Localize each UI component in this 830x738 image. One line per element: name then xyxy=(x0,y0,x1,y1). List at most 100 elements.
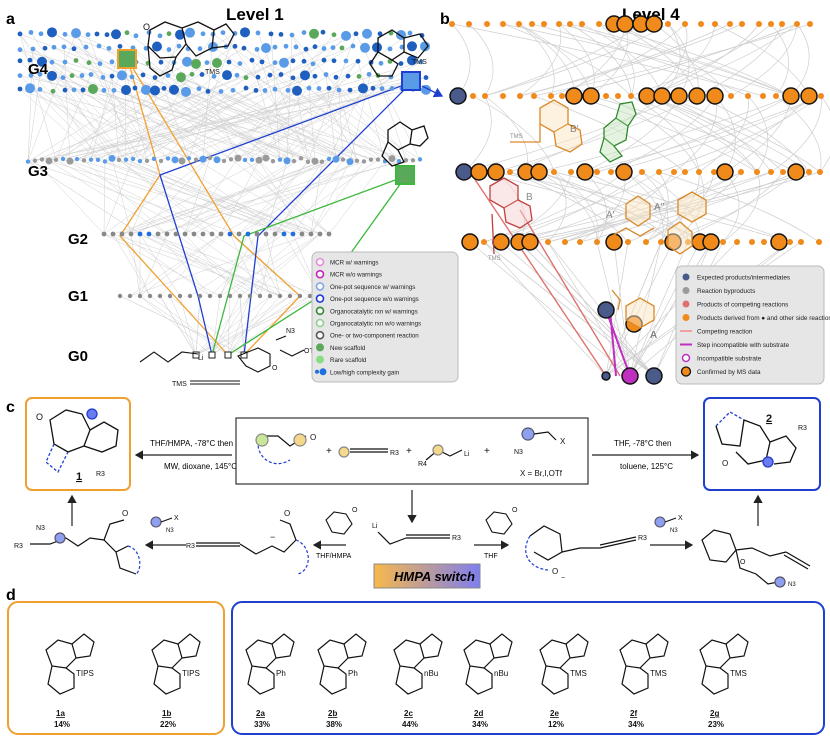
node-g4 xyxy=(169,84,179,95)
n3-label-azide-right: N3 xyxy=(670,528,678,534)
edge-grey xyxy=(139,233,222,297)
node-g1 xyxy=(157,293,163,299)
product-1-structure: O 1 R3 xyxy=(36,408,119,483)
edge-grey xyxy=(19,33,120,161)
node-g4 xyxy=(181,86,191,97)
node-g4 xyxy=(326,85,332,91)
node-b xyxy=(579,21,585,27)
edge-grey-b xyxy=(790,23,810,97)
edge-grey xyxy=(286,35,293,161)
node-g3 xyxy=(213,156,221,164)
edge-grey xyxy=(265,160,288,235)
node-g4 xyxy=(283,43,289,49)
node-b xyxy=(738,169,744,175)
node-g4 xyxy=(96,43,102,49)
node-g3 xyxy=(95,157,101,163)
node-b xyxy=(760,93,766,99)
node-g3 xyxy=(45,157,53,165)
svg-text:O: O xyxy=(740,559,746,566)
edge-grey xyxy=(125,60,294,160)
structure-a-prime: A′ xyxy=(606,195,655,237)
edge-grey xyxy=(124,63,127,160)
node-g3 xyxy=(346,158,354,166)
edge-grey xyxy=(132,33,357,160)
edge-grey xyxy=(307,33,357,162)
edge-grey xyxy=(103,158,134,235)
legend-a-item: MCR w/ warnings xyxy=(315,257,378,267)
node-g4 xyxy=(17,86,23,92)
edge-grey-b xyxy=(518,23,575,97)
compound-substituent: TMS xyxy=(730,669,747,678)
edge-grey xyxy=(51,32,281,160)
node-g4 xyxy=(38,31,44,37)
node-g4 xyxy=(62,31,68,37)
triazole-ring xyxy=(725,633,749,659)
compound-id: 1a xyxy=(56,709,65,718)
legend-b-label: Incompatible substrate xyxy=(697,356,762,363)
edge-grey xyxy=(130,158,337,235)
edge-grey-b xyxy=(472,95,555,173)
node-g4 xyxy=(309,28,319,39)
edge-grey xyxy=(30,32,113,159)
legend-b-item: Competing reaction xyxy=(680,329,753,336)
node-b xyxy=(698,21,704,27)
compounds-blue-box xyxy=(231,601,825,735)
compound-ring xyxy=(153,665,181,695)
node-g4 xyxy=(28,30,34,35)
edge-grey xyxy=(121,233,151,297)
node-g4 xyxy=(197,46,203,52)
node-g2 xyxy=(137,231,143,237)
edge-grey xyxy=(63,46,71,162)
edge-grey xyxy=(189,233,285,297)
edge-grey xyxy=(220,91,351,162)
legend-a-swatch xyxy=(315,369,319,374)
edge-grey-b xyxy=(684,95,810,173)
node-g4 xyxy=(109,59,115,65)
edge-grey xyxy=(19,88,99,161)
node-b xyxy=(577,239,583,245)
label-b-prime: B′ xyxy=(570,124,579,135)
node-g3 xyxy=(319,159,325,164)
node-b xyxy=(594,239,600,245)
compound-id: 2d xyxy=(474,709,483,718)
node-g0 xyxy=(208,351,216,359)
node-g4 xyxy=(255,74,261,80)
edge-grey-b xyxy=(714,95,736,173)
cond-right-1: THF, -78°C then xyxy=(614,439,671,448)
node-g3 xyxy=(375,157,381,162)
edge-grey-b xyxy=(558,23,595,97)
edge-grey xyxy=(175,233,261,297)
edge-grey xyxy=(87,34,134,159)
edge-grey-b xyxy=(519,23,731,97)
edge-grey xyxy=(227,295,251,356)
node-g3 xyxy=(102,159,108,164)
edge-grey xyxy=(62,75,418,160)
node-b xyxy=(551,169,557,175)
svg-text:O: O xyxy=(512,507,518,514)
node-g2 xyxy=(119,231,125,237)
node-g4 xyxy=(152,41,162,52)
label-a-prime: A′ xyxy=(606,210,615,221)
node-g4 xyxy=(418,59,424,65)
edge-grey xyxy=(219,233,258,297)
edge-grey-b xyxy=(529,241,655,377)
edge-grey xyxy=(156,46,358,161)
compound-substituent: Ph xyxy=(348,669,358,678)
node-g2 xyxy=(209,231,215,237)
node-g4 xyxy=(129,74,135,80)
edge-grey xyxy=(27,161,240,235)
enone-reagent-left: O xyxy=(325,507,358,535)
g0-li-label: Li xyxy=(198,355,204,362)
node-g4 xyxy=(166,31,172,37)
node-b xyxy=(461,233,479,251)
node-b xyxy=(638,87,656,105)
node-g4 xyxy=(140,72,146,78)
edge-grey-b xyxy=(561,23,798,97)
node-g4 xyxy=(290,58,296,64)
edge-grey xyxy=(220,160,260,235)
node-g1 xyxy=(197,293,203,299)
compound-ring xyxy=(701,665,729,695)
node-g4 xyxy=(407,30,413,36)
node-g2 xyxy=(254,231,260,237)
